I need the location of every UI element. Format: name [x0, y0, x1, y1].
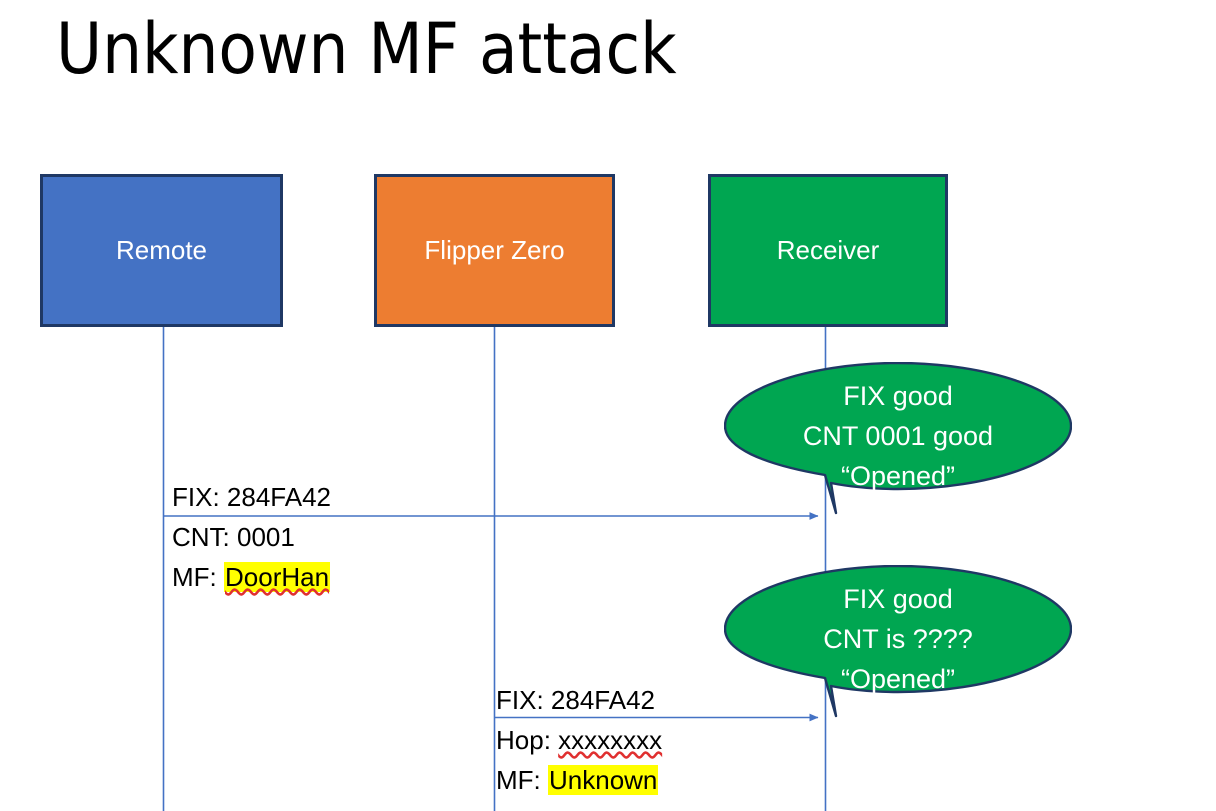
- message-line-prefix: CNT:: [172, 522, 237, 552]
- message-line: CNT: 0001: [172, 517, 331, 557]
- message-line-value: 284FA42: [226, 482, 331, 512]
- actor-box-remote[interactable]: Remote: [40, 174, 283, 327]
- page-title: Unknown MF attack: [56, 8, 677, 90]
- message-line-value: 0001: [237, 522, 295, 552]
- message-line-prefix: FIX:: [172, 482, 227, 512]
- message-label-1: FIX: 284FA42 CNT: 0001 MF: DoorHan: [172, 477, 331, 597]
- message-line: MF: Unknown: [496, 760, 662, 800]
- message-label-2: FIX: 284FA42 Hop: xxxxxxxx MF: Unknown: [496, 680, 662, 800]
- message-line: FIX: 284FA42: [496, 680, 662, 720]
- callout-shape-2: [724, 565, 1072, 718]
- actor-box-flipper[interactable]: Flipper Zero: [374, 174, 615, 327]
- actor-label-receiver: Receiver: [776, 235, 880, 266]
- message-line-prefix: Hop:: [496, 725, 559, 755]
- callout-bubble-1[interactable]: FIX good CNT 0001 good “Opened”: [724, 362, 1072, 522]
- message-line: MF: DoorHan: [172, 557, 331, 597]
- actor-box-receiver[interactable]: Receiver: [708, 174, 948, 327]
- message-line: Hop: xxxxxxxx: [496, 720, 662, 760]
- callout-shape-1: [724, 362, 1072, 515]
- message-line-value: 284FA42: [550, 685, 655, 715]
- actor-label-remote: Remote: [115, 235, 208, 266]
- message-line-value-misspelled: xxxxxxxx: [558, 725, 663, 755]
- callout-bubble-2[interactable]: FIX good CNT is ???? “Opened”: [724, 565, 1072, 725]
- message-line-value-highlighted: Unknown: [548, 765, 659, 795]
- actor-label-flipper: Flipper Zero: [424, 235, 565, 266]
- message-line-prefix: MF:: [496, 765, 548, 795]
- message-line-prefix: FIX:: [496, 685, 551, 715]
- message-line-prefix: MF:: [172, 562, 224, 592]
- message-line: FIX: 284FA42: [172, 477, 331, 517]
- message-line-value-highlighted: DoorHan: [224, 562, 331, 592]
